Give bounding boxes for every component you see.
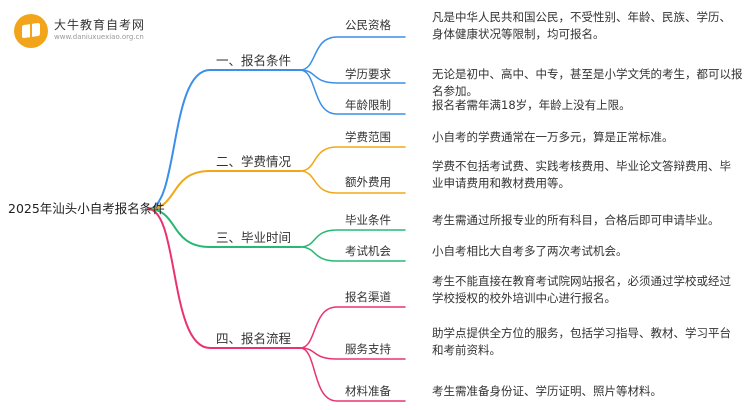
leaf-service-support: 服务支持 xyxy=(345,342,391,356)
desc-service-support: 助学点提供全方位的服务，包括学习指导、教材、学习平台和考前资料。 xyxy=(432,326,731,357)
connector-exam-opportunities xyxy=(299,246,406,262)
leaf-extra-fees: 额外费用 xyxy=(345,175,391,189)
desc-citizenship: 凡是中华人民共和国公民，不受性别、年龄、民族、学历、身体健康状况等限制，均可报名… xyxy=(432,10,731,41)
leaf-citizenship: 公民资格 xyxy=(345,18,391,32)
branch-registration-process: 四、报名流程 xyxy=(216,331,292,346)
desc-extra-fees: 学费不包括考试费、实践考核费用、毕业论文答辩费用、毕业申请费用和教材费用等。 xyxy=(432,159,731,190)
leaf-exam-opportunities: 考试机会 xyxy=(345,244,391,258)
brand-name: 大牛教育自考网 xyxy=(54,18,146,32)
book-icon xyxy=(14,14,48,48)
branch-registration-conditions: 一、报名条件 xyxy=(216,53,292,68)
leaf-age-limit: 年龄限制 xyxy=(345,98,391,112)
leaf-tuition-range: 学费范围 xyxy=(345,130,391,144)
leaf-registration-channel: 报名渠道 xyxy=(345,290,391,304)
connector-branch-3 xyxy=(147,208,301,248)
desc-education-requirement: 无论是初中、高中、中专，甚至是小学文凭的考生，都可以报名参加。 xyxy=(432,67,743,98)
desc-registration-channel: 考生不能直接在教育考试院网站报名，必须通过学校或经过学校授权的校外培训中心进行报… xyxy=(432,274,731,305)
connector-branch-4 xyxy=(147,208,301,349)
connector-service-support xyxy=(299,347,406,360)
desc-material-preparation: 考生需准备身份证、学历证明、照片等材料。 xyxy=(432,384,662,398)
desc-graduation-conditions: 考生需通过所报专业的所有科目，合格后即可申请毕业。 xyxy=(432,213,720,227)
brand-logo: 大牛教育自考网 www.daniuxuexiao.org.cn xyxy=(10,14,170,48)
leaf-graduation-conditions: 毕业条件 xyxy=(345,213,391,227)
leaf-material-preparation: 材料准备 xyxy=(345,384,391,398)
root-node: 2025年汕头小自考报名条件 xyxy=(8,201,165,216)
connector-branch-1 xyxy=(147,69,301,210)
brand-url: www.daniuxuexiao.org.cn xyxy=(54,33,144,41)
desc-exam-opportunities: 小自考相比大自考多了两次考试机会。 xyxy=(432,244,628,258)
connector-branch-2 xyxy=(147,170,301,210)
connector-tuition-range xyxy=(299,146,406,172)
connector-registration-channel xyxy=(299,306,406,349)
desc-tuition-range: 小自考的学费通常在一万多元，算是正常标准。 xyxy=(432,130,674,144)
desc-age-limit: 报名者需年满18岁，年龄上没有上限。 xyxy=(432,98,631,112)
leaf-education-requirement: 学历要求 xyxy=(345,67,391,81)
connector-age-limit xyxy=(299,69,406,115)
branch-graduation-time: 三、毕业时间 xyxy=(216,230,292,245)
connector-graduation-conditions xyxy=(299,229,406,248)
connector-material-preparation xyxy=(299,347,406,402)
branch-tuition: 二、学费情况 xyxy=(216,154,292,169)
connector-extra-fees xyxy=(299,170,406,194)
connector-citizenship xyxy=(299,36,406,71)
